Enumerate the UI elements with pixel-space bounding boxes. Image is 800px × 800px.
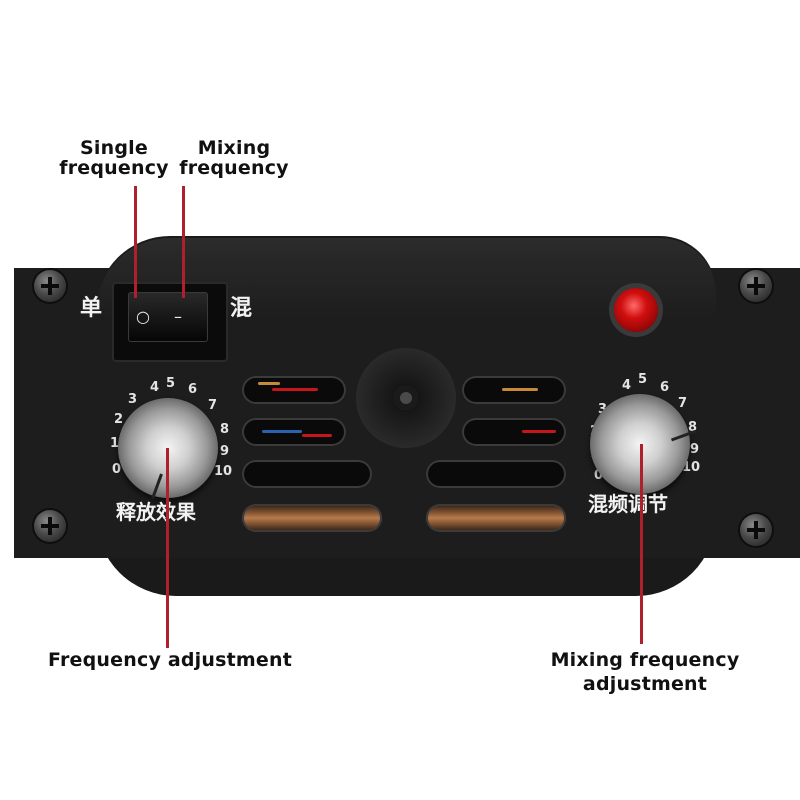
power-led-indicator: [614, 288, 658, 332]
wire: [522, 430, 556, 433]
switch-on-symbol: –: [174, 307, 182, 326]
wire: [258, 382, 280, 385]
screw-icon-bottom-right: [740, 514, 772, 546]
screw-icon-top-left: [34, 270, 66, 302]
wire: [502, 388, 538, 391]
single-frequency-line2: frequency: [59, 157, 169, 179]
mixing-frequency-adjustment-line2: adjustment: [582, 673, 708, 695]
single-frequency-line1: Single: [80, 137, 148, 159]
vent-slot: [242, 376, 346, 404]
mixing-frequency-adjustment-leader-line: [640, 444, 643, 644]
single-frequency-label: Single frequency: [54, 138, 174, 178]
right-scale-0: 0: [594, 468, 604, 483]
left-scale-1: 1: [110, 436, 120, 451]
left-scale-10: 10: [214, 464, 233, 479]
mixing-frequency-label: Mixing frequency: [172, 138, 296, 178]
left-knob-label: 释放效果: [116, 500, 196, 524]
left-scale-9: 9: [220, 444, 230, 459]
dc-power-jack-pin: [394, 386, 418, 410]
vent-slot: [242, 460, 372, 488]
mixing-frequency-adjustment-label: Mixing frequency adjustment: [540, 650, 750, 694]
left-scale-6: 6: [188, 382, 198, 397]
left-scale-3: 3: [128, 392, 138, 407]
right-scale-8: 8: [688, 420, 698, 435]
left-scale-7: 7: [208, 398, 218, 413]
vent-slot: [426, 460, 566, 488]
mixing-frequency-line2: frequency: [179, 157, 289, 179]
mode-rocker-switch[interactable]: [128, 292, 208, 342]
mixing-frequency-adjustment-line1: Mixing frequency: [550, 649, 740, 671]
screw-icon-bottom-left: [34, 510, 66, 542]
single-frequency-leader-line: [134, 186, 137, 298]
right-scale-5: 5: [638, 372, 648, 387]
wire: [262, 430, 302, 433]
screw-icon-top-right: [740, 270, 772, 302]
left-scale-5: 5: [166, 376, 176, 391]
switch-left-label: 单: [80, 296, 103, 321]
left-scale-2: 2: [114, 412, 124, 427]
right-scale-4: 4: [622, 378, 632, 393]
right-scale-6: 6: [660, 380, 670, 395]
vent-slot: [242, 504, 382, 532]
frequency-adjustment-leader-line: [166, 448, 169, 648]
wire: [302, 434, 332, 437]
wire: [272, 388, 318, 391]
right-scale-10: 10: [682, 460, 701, 475]
mixing-frequency-leader-line: [182, 186, 185, 298]
vent-slot: [462, 418, 566, 446]
right-knob-label: 混频调节: [588, 492, 668, 516]
switch-right-label: 混: [230, 296, 253, 321]
right-scale-7: 7: [678, 396, 688, 411]
mixing-frequency-line1: Mixing: [197, 137, 271, 159]
left-scale-8: 8: [220, 422, 230, 437]
frequency-adjustment-label: Frequency adjustment: [48, 649, 292, 671]
left-scale-0: 0: [112, 462, 122, 477]
vent-slot: [426, 504, 566, 532]
right-scale-9: 9: [690, 442, 700, 457]
vent-slot: [462, 376, 566, 404]
switch-off-symbol: ○: [136, 307, 150, 326]
left-scale-4: 4: [150, 380, 160, 395]
vent-slot: [242, 418, 346, 446]
